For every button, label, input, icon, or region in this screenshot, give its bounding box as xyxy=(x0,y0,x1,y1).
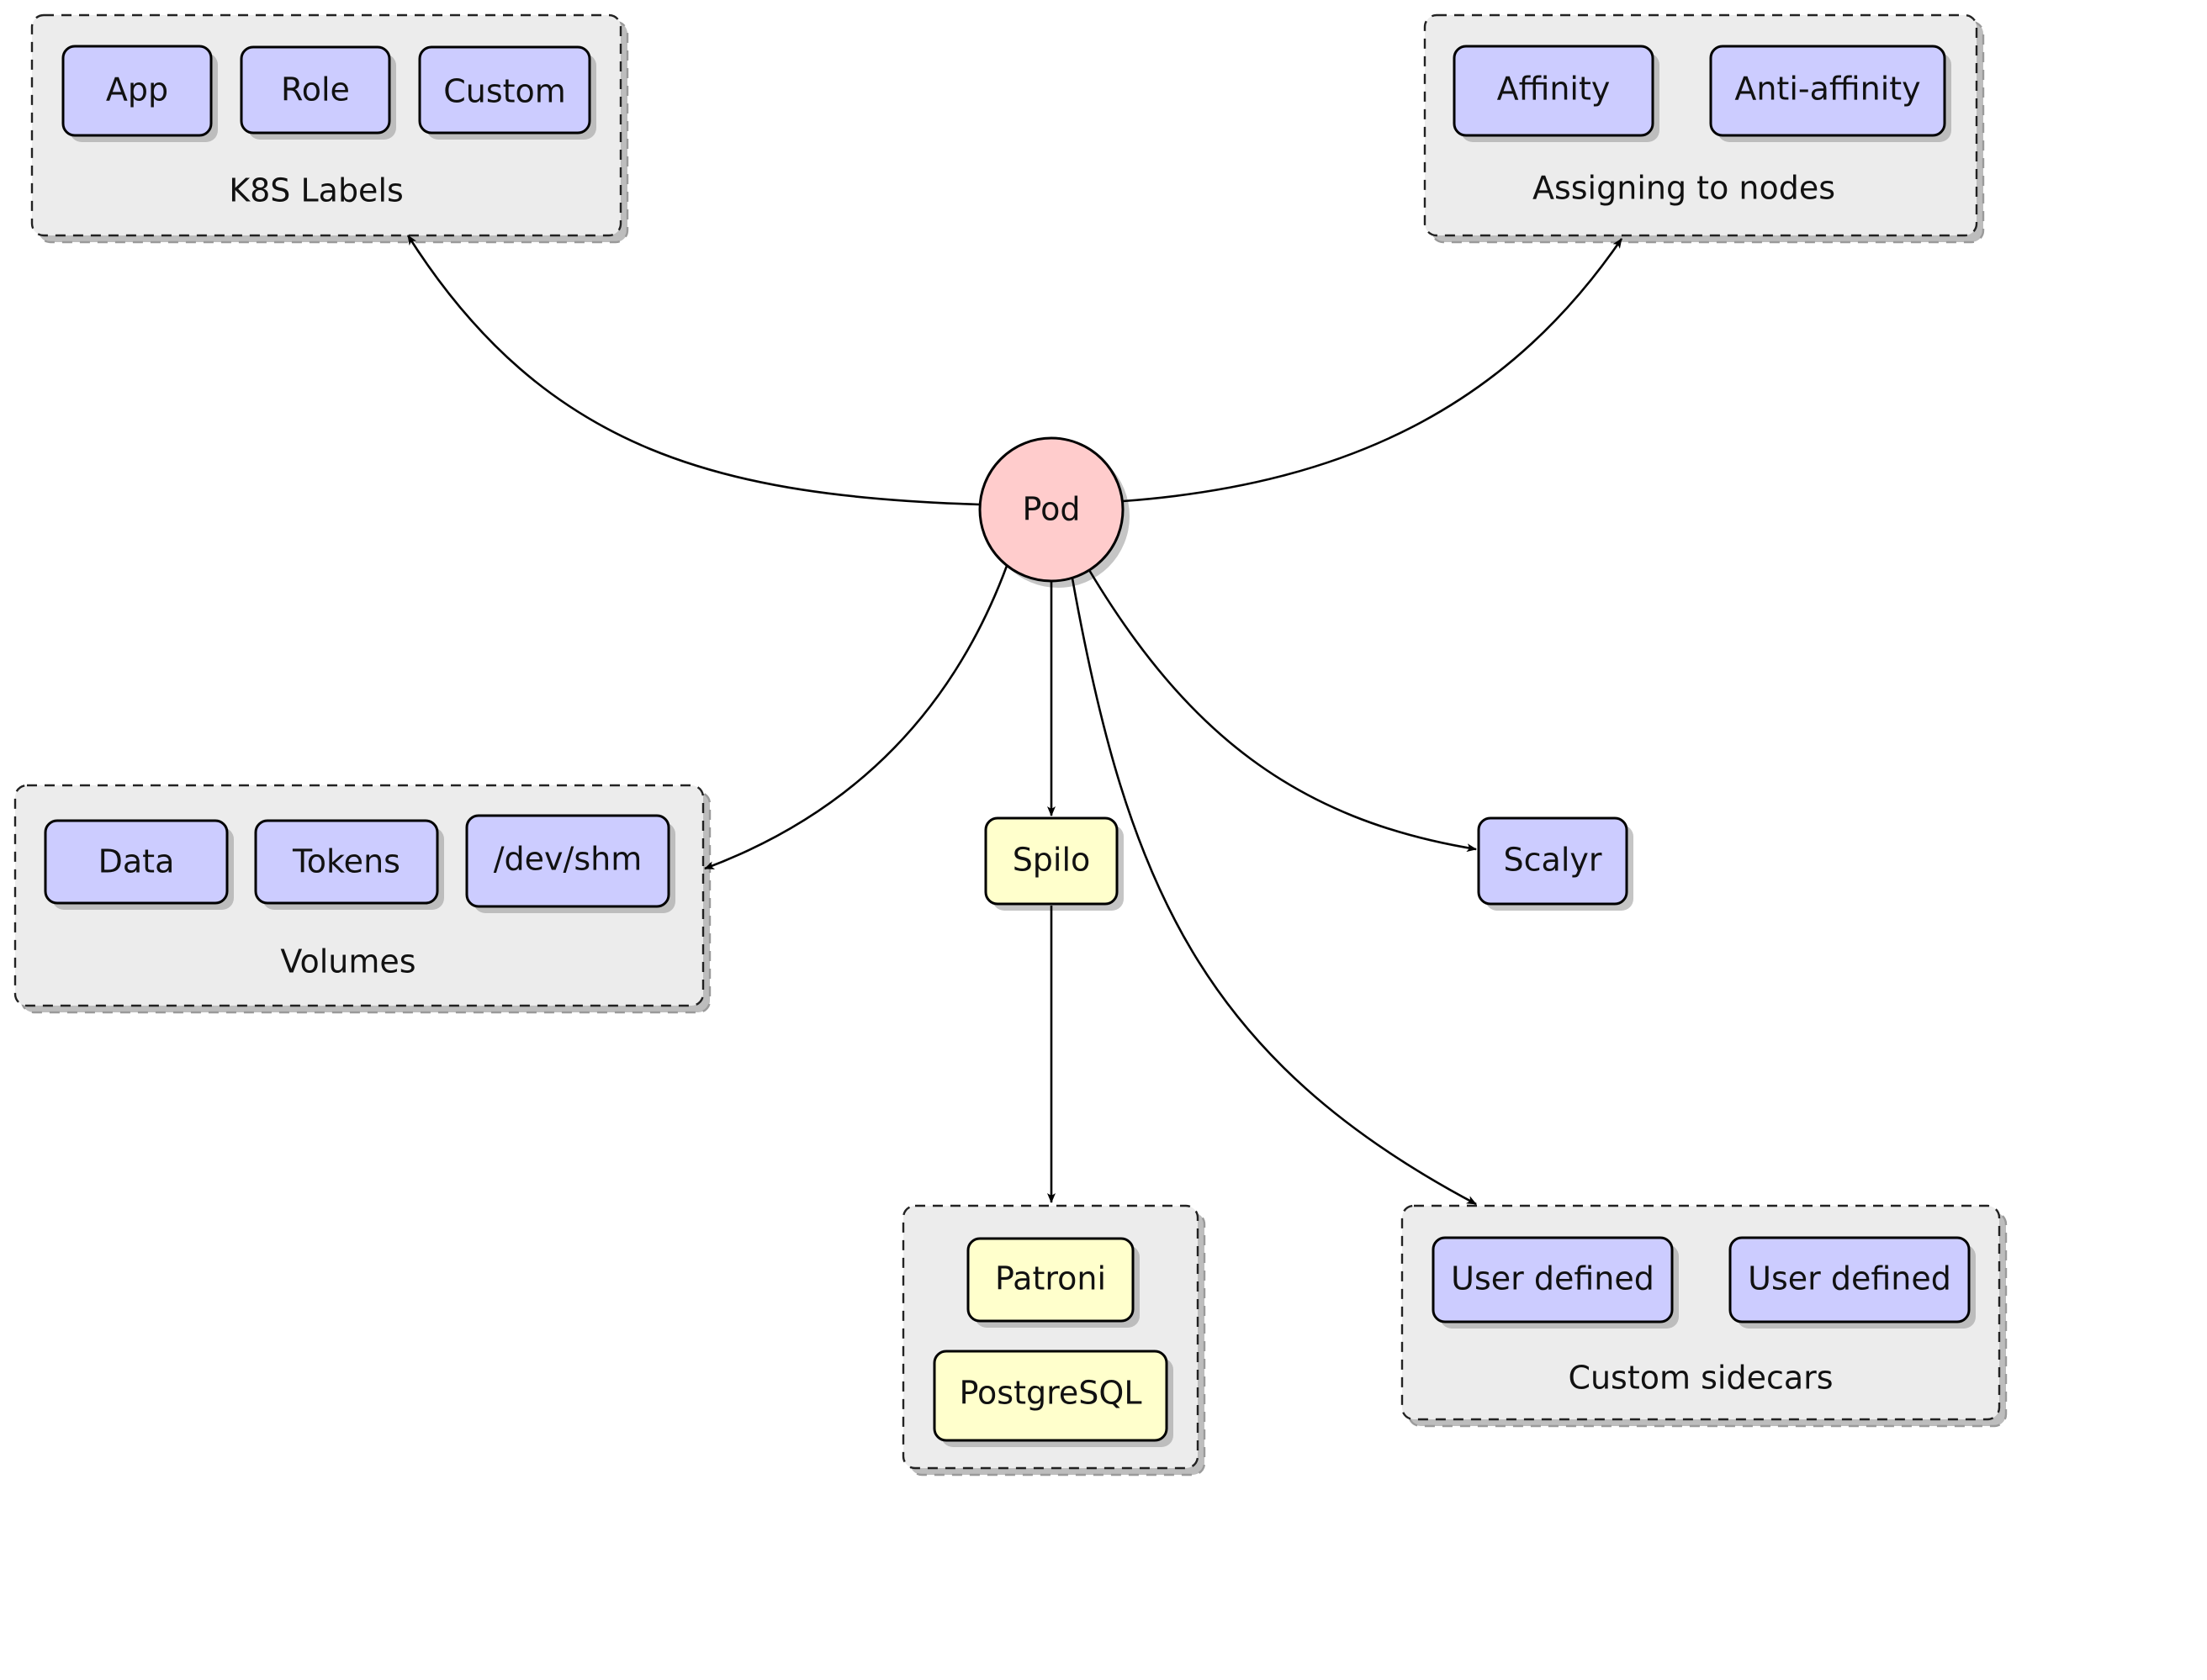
node-anti-affinity: Anti-affinity xyxy=(1709,45,1951,142)
node-dev-shm: /dev/shm xyxy=(465,814,675,913)
node-data-label: Data xyxy=(98,843,175,880)
node-patroni: Patroni xyxy=(966,1237,1140,1328)
group-k8s-labels: App Role Custom K8S Labels xyxy=(30,13,629,244)
group-spilo-components: Patroni PostgreSQL xyxy=(902,1204,1206,1477)
edge-pod-to-sidecars xyxy=(1071,578,1477,1206)
node-spilo-label: Spilo xyxy=(1013,842,1091,879)
node-user-defined-1: User defined xyxy=(1432,1236,1679,1329)
group-custom-sidecars: User defined User defined Custom sidecar… xyxy=(1400,1204,2008,1428)
node-user-defined-2: User defined xyxy=(1728,1236,1976,1329)
edge-pod-to-assigning xyxy=(1122,238,1623,503)
node-scalyr: Scalyr xyxy=(1477,816,1633,911)
node-custom-label: Custom xyxy=(443,73,566,110)
edge-pod-to-k8s-labels xyxy=(406,235,981,506)
node-pod: Pod xyxy=(978,436,1130,588)
node-data: Data xyxy=(44,819,234,910)
group-sidecars-title: Custom sidecars xyxy=(1568,1360,1833,1397)
node-custom: Custom xyxy=(418,45,596,140)
node-pod-label: Pod xyxy=(1023,491,1081,528)
group-k8s-labels-title: K8S Labels xyxy=(229,172,404,209)
group-volumes-title: Volumes xyxy=(280,943,415,980)
node-user-defined-2-label: User defined xyxy=(1748,1260,1951,1297)
node-dev-shm-label: /dev/shm xyxy=(494,841,643,878)
node-tokens: Tokens xyxy=(254,819,444,910)
group-volumes: Data Tokens /dev/shm Volumes xyxy=(13,784,712,1014)
node-postgresql: PostgreSQL xyxy=(933,1350,1173,1447)
node-tokens-label: Tokens xyxy=(292,843,400,880)
node-app-label: App xyxy=(106,71,168,108)
node-patroni-label: Patroni xyxy=(995,1260,1106,1297)
node-anti-affinity-label: Anti-affinity xyxy=(1734,71,1920,108)
edge-pod-to-volumes xyxy=(704,565,1008,870)
node-affinity-label: Affinity xyxy=(1497,71,1611,108)
node-postgresql-label: PostgreSQL xyxy=(960,1375,1142,1412)
node-spilo: Spilo xyxy=(984,816,1124,911)
group-assigning-to-nodes: Affinity Anti-affinity Assigning to node… xyxy=(1423,13,1985,244)
node-app: App xyxy=(61,45,218,142)
node-role: Role xyxy=(240,45,396,140)
group-assigning-title: Assigning to nodes xyxy=(1532,170,1835,207)
node-scalyr-label: Scalyr xyxy=(1504,842,1602,879)
node-affinity: Affinity xyxy=(1453,45,1659,142)
edge-pod-to-scalyr xyxy=(1088,569,1477,853)
node-role-label: Role xyxy=(281,71,350,108)
node-user-defined-1-label: User defined xyxy=(1451,1260,1654,1297)
